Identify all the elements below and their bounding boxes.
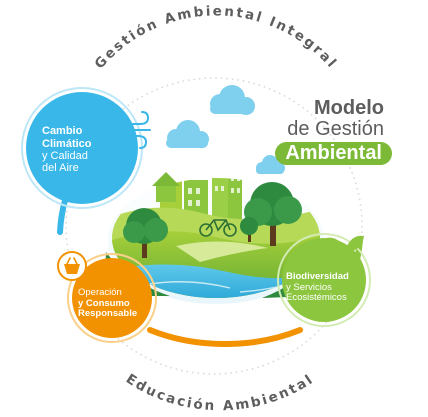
road	[176, 241, 268, 262]
dotted-ring	[65, 77, 363, 375]
bicycle-icon	[199, 219, 237, 237]
operation-normal-1: Operación	[78, 287, 122, 299]
diagram-title: Modelo de Gestión Ambiental	[262, 98, 392, 165]
operation-topic-label: Operación y Consumo Responsable	[78, 284, 150, 324]
tree-right	[244, 182, 302, 246]
ring-bottom-label: Educación Ambiental	[123, 371, 317, 414]
climate-topic-label: Cambio Climático y Calidad del Aire	[42, 120, 114, 180]
sprout-icon	[326, 235, 364, 263]
wind-icon	[115, 111, 151, 149]
tree-left	[123, 208, 168, 258]
operation-bold-2: y Consumo	[78, 297, 130, 309]
tree-small	[240, 217, 258, 242]
climate-normal-1: y Calidad	[42, 150, 88, 162]
river	[112, 264, 320, 298]
ring-top-label: Gestión Ambiental Integral	[92, 3, 341, 72]
biodiversity-topic-label: Biodiversidad y Servicios Ecosistémicos	[286, 268, 366, 308]
cloud-large	[210, 85, 255, 115]
bio-normal-2: y Servicios	[286, 281, 332, 293]
building-4	[228, 178, 242, 224]
house-icon	[152, 172, 180, 202]
operation-bold-3: Responsable	[78, 308, 138, 320]
title-line-1: Modelo	[314, 97, 384, 119]
shopping-basket-icon	[57, 251, 87, 281]
bio-normal-3: Ecosistémicos	[286, 292, 347, 304]
climate-normal-2: del Aire	[42, 162, 79, 175]
title-line-2: de Gestión	[287, 118, 384, 140]
orange-arc	[147, 327, 303, 347]
operation-bubble	[67, 253, 157, 343]
cloud-small	[256, 155, 285, 174]
climate-bold-2: Climático	[42, 137, 92, 150]
climate-bold-1: Cambio	[42, 125, 83, 138]
title-line-3-badge: Ambiental	[275, 142, 392, 165]
cloud-middle	[166, 120, 209, 148]
bio-bold-1: Biodiversidad	[286, 271, 349, 283]
